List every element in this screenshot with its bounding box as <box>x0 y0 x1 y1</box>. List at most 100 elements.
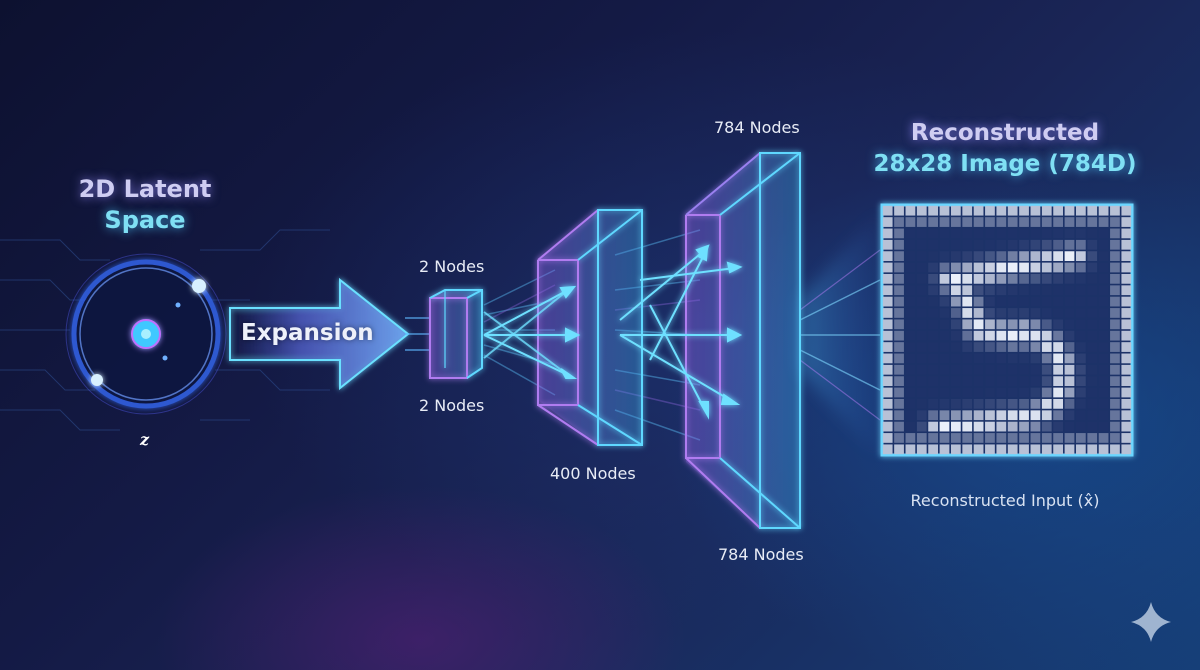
pixel-cell <box>939 319 950 330</box>
pixel-cell <box>1019 433 1029 443</box>
pixel-cell <box>939 387 950 398</box>
pixel-cell <box>962 251 973 262</box>
pixel-cell <box>916 228 927 239</box>
pixel-cell <box>973 239 984 250</box>
pixel-cell <box>905 410 916 421</box>
pixel-cell <box>1053 285 1064 296</box>
pixel-cell <box>905 308 916 318</box>
pixel-cell <box>1098 376 1109 387</box>
pixel-cell <box>882 205 893 216</box>
pixel-cell <box>882 433 893 443</box>
pixel-cell <box>1007 330 1018 341</box>
pixel-cell <box>1041 285 1052 296</box>
pixel-cell <box>905 433 916 443</box>
pixel-cell <box>1030 387 1041 398</box>
pixel-cell <box>1030 444 1041 455</box>
pixel-cell <box>1075 410 1086 421</box>
pixel-cell <box>1007 239 1018 250</box>
pixel-cell <box>894 319 904 330</box>
pixel-cell <box>1087 398 1098 409</box>
pixel-cell <box>894 364 904 375</box>
pixel-cell <box>916 444 927 455</box>
pixel-cell <box>1007 410 1018 421</box>
pixel-cell <box>939 262 950 273</box>
pixel-cell <box>950 387 961 398</box>
pixel-cell <box>905 319 916 330</box>
pixel-cell <box>1098 296 1109 307</box>
pixel-cell <box>985 342 995 352</box>
pixel-cell <box>916 217 927 227</box>
pixel-cell <box>882 387 893 398</box>
pixel-cell <box>916 410 927 421</box>
pixel-cell <box>950 398 961 409</box>
pixel-cell <box>928 205 939 216</box>
pixel-cell <box>1075 217 1086 227</box>
layer-1-top-label: 2 Nodes <box>419 257 485 276</box>
pixel-cell <box>1110 364 1120 375</box>
pixel-cell <box>939 273 950 284</box>
pixel-cell <box>950 376 961 387</box>
latent-symbol: z <box>140 430 150 449</box>
pixel-cell <box>1087 364 1098 375</box>
pixel-cell <box>1121 262 1132 273</box>
pixel-cell <box>1041 296 1052 307</box>
pixel-cell <box>950 228 961 239</box>
pixel-cell <box>962 376 973 387</box>
pixel-cell <box>894 228 904 239</box>
pixel-cell <box>928 376 939 387</box>
pixel-cell <box>928 410 939 421</box>
pixel-cell <box>905 387 916 398</box>
pixel-cell <box>1041 364 1052 375</box>
pixel-cell <box>905 239 916 250</box>
pixel-cell <box>1019 353 1029 364</box>
pixel-cell <box>973 319 984 330</box>
pixel-cell <box>1098 387 1109 398</box>
pixel-cell <box>1075 444 1086 455</box>
pixel-cell <box>939 285 950 296</box>
pixel-cell <box>1121 273 1132 284</box>
pixel-cell <box>939 228 950 239</box>
pixel-cell <box>894 376 904 387</box>
pixel-cell <box>1064 205 1075 216</box>
pixel-cell <box>950 205 961 216</box>
pixel-cell <box>894 205 904 216</box>
connection-arrows <box>483 244 743 420</box>
pixel-cell <box>1041 273 1052 284</box>
pixel-cell <box>1053 398 1064 409</box>
pixel-cell <box>916 285 927 296</box>
pixel-cell <box>985 421 995 432</box>
layer-3-bottom-label: 784 Nodes <box>718 545 804 564</box>
pixel-cell <box>1121 205 1132 216</box>
pixel-cell <box>1053 205 1064 216</box>
pixel-cell <box>928 251 939 262</box>
pixel-cell <box>996 239 1007 250</box>
pixel-cell <box>996 398 1007 409</box>
pixel-cell <box>1007 217 1018 227</box>
pixel-cell <box>1053 228 1064 239</box>
pixel-cell <box>928 308 939 318</box>
pixel-cell <box>1053 376 1064 387</box>
pixel-cell <box>1110 273 1120 284</box>
pixel-cell <box>928 239 939 250</box>
pixel-cell <box>1007 433 1018 443</box>
pixel-cell <box>1121 296 1132 307</box>
pixel-cell <box>950 410 961 421</box>
pixel-cell <box>985 205 995 216</box>
pixel-cell <box>950 364 961 375</box>
layer-2-nodes <box>429 289 483 379</box>
pixel-cell <box>1087 433 1098 443</box>
pixel-cell <box>1041 319 1052 330</box>
pixel-cell <box>973 330 984 341</box>
pixel-cell <box>894 342 904 352</box>
pixel-cell <box>985 364 995 375</box>
pixel-cell <box>894 262 904 273</box>
pixel-cell <box>962 228 973 239</box>
pixel-cell <box>1087 387 1098 398</box>
pixel-cell <box>973 342 984 352</box>
pixel-cell <box>1087 410 1098 421</box>
pixel-cell <box>962 342 973 352</box>
pixel-cell <box>985 273 995 284</box>
pixel-cell <box>950 421 961 432</box>
pixel-cell <box>1110 239 1120 250</box>
pixel-cell <box>985 251 995 262</box>
